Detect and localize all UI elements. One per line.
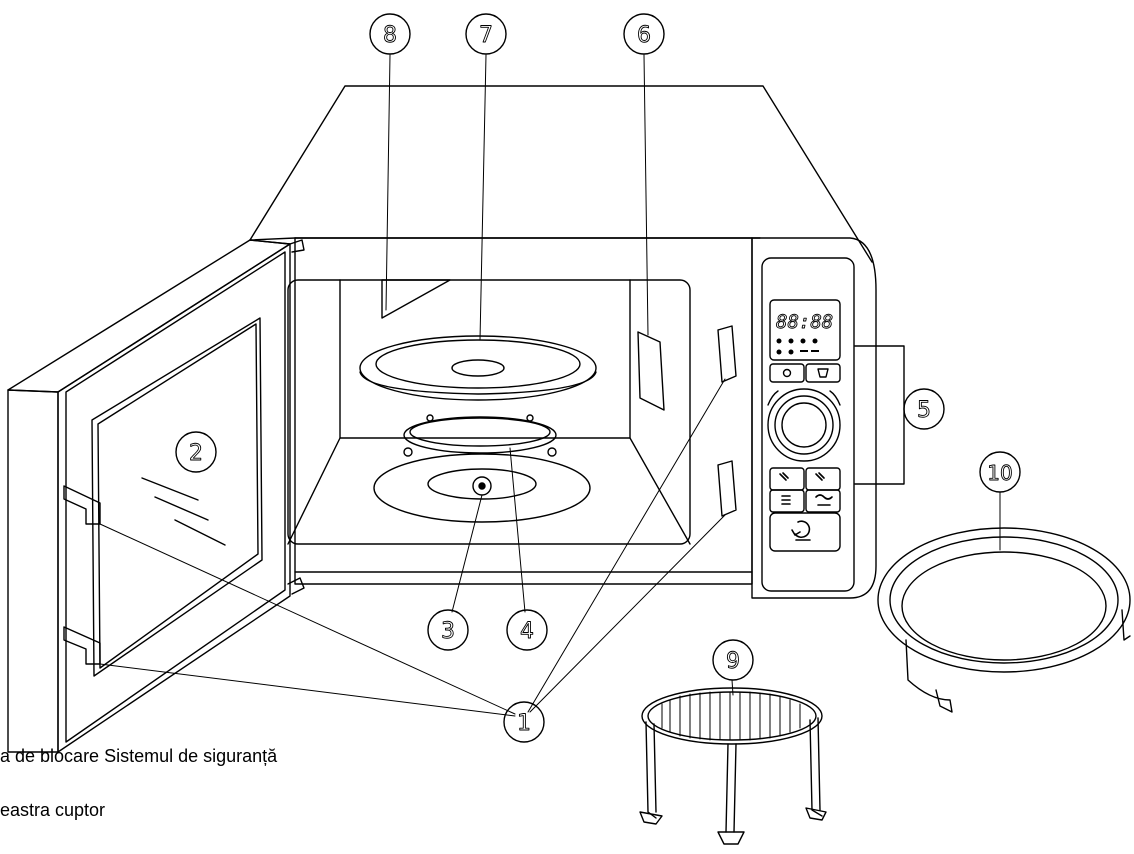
svg-text:2: 2: [189, 441, 203, 466]
callout-4: 4: [506, 609, 548, 651]
button-icons: [779, 472, 833, 541]
oven-cavity: [287, 237, 753, 585]
start-button[interactable]: [769, 512, 841, 552]
defrost-button[interactable]: [769, 467, 805, 491]
callout-7: 7: [465, 13, 507, 55]
glass-tray: [359, 335, 597, 401]
callout-1: 1: [503, 701, 545, 743]
clock-button[interactable]: [769, 363, 805, 383]
weight-icon: [817, 368, 829, 378]
control-knob[interactable]: [767, 388, 841, 462]
callout-10: 10: [979, 451, 1021, 493]
caption-line-1: a de blocare Sistemul de siguranță: [0, 746, 278, 766]
grill-rack: [639, 687, 827, 845]
callout-2: 2: [175, 431, 217, 473]
cavity-floor: [373, 453, 591, 523]
callout-3: 3: [427, 609, 469, 651]
program-icons: [776, 338, 819, 355]
latch-hole-bottom: [717, 460, 737, 517]
svg-text:6: 6: [637, 23, 651, 48]
mica-plate: [637, 331, 665, 411]
svg-text:8: 8: [383, 23, 397, 48]
waveguide-cover: [381, 279, 451, 319]
svg-text:3: 3: [441, 619, 455, 644]
weight-button[interactable]: [805, 363, 841, 383]
callout-9: 9: [712, 639, 754, 681]
bracket-5: [854, 345, 905, 485]
roller-ring: [403, 414, 557, 457]
callout-5: 5: [903, 388, 945, 430]
caption-line-2: eastra cuptor: [0, 800, 106, 820]
callout-6: 6: [623, 13, 665, 55]
door: [7, 239, 305, 753]
grill-button[interactable]: [769, 489, 805, 513]
display-window: [769, 299, 841, 361]
svg-text:4: 4: [520, 619, 534, 644]
control-panel: 88:88: [751, 237, 905, 599]
door-latch-bottom: [63, 626, 101, 665]
combi-button[interactable]: [805, 489, 841, 513]
callouts: 8 7 6 2 5 10 3 4 1 9: [175, 13, 1021, 743]
leader-lines: [99, 54, 1001, 717]
door-latch-top: [63, 485, 101, 525]
start-icon: [791, 520, 811, 541]
svg-text:9: 9: [726, 649, 740, 674]
latch-hole-top: [717, 325, 737, 383]
svg-text:5: 5: [917, 398, 931, 423]
callout-8: 8: [369, 13, 411, 55]
svg-text:1: 1: [517, 711, 531, 736]
door-window: [91, 317, 263, 677]
turntable-support: [877, 527, 1131, 713]
display-digits: 88:88: [776, 311, 833, 333]
svg-text:7: 7: [479, 23, 493, 48]
svg-text:10: 10: [987, 461, 1012, 485]
auto-button[interactable]: [805, 467, 841, 491]
cabinet: [249, 85, 873, 263]
clock-icon: [782, 368, 792, 378]
